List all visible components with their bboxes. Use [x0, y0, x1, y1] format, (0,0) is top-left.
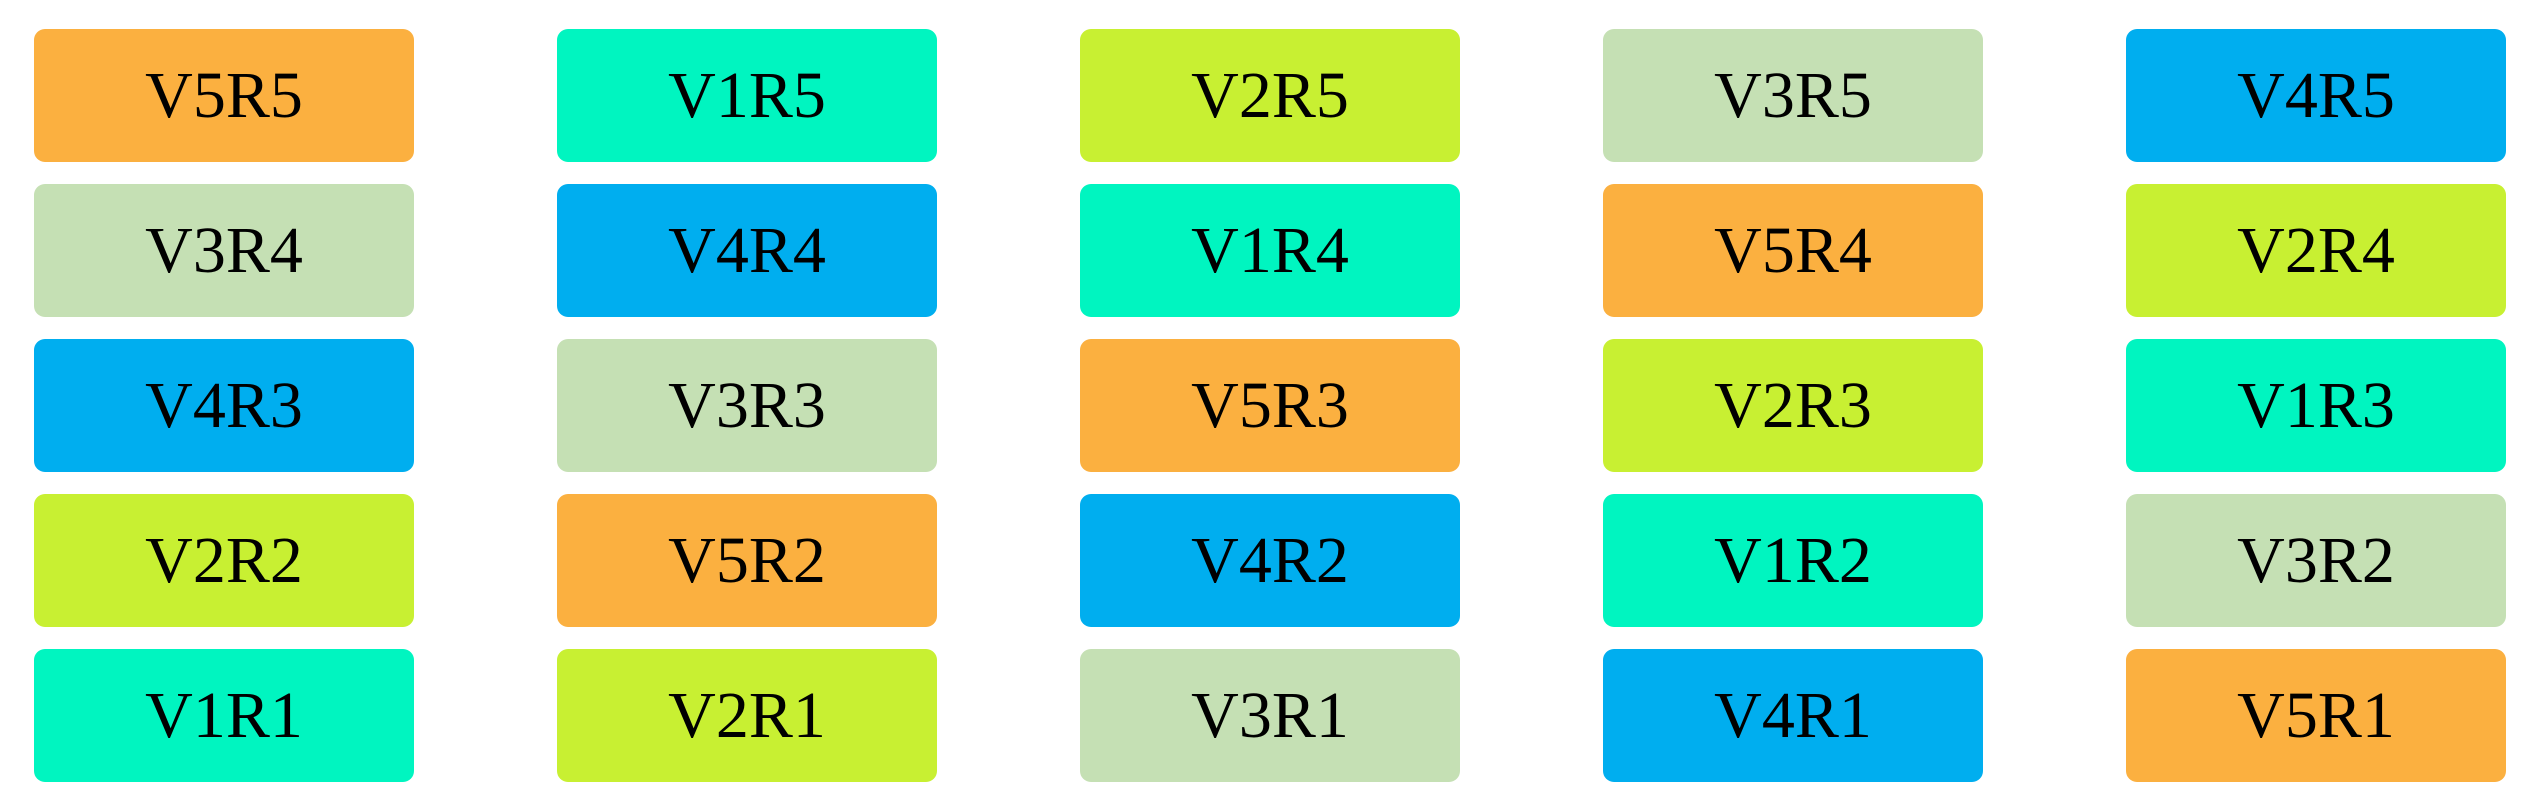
grid-cell[interactable]: V3R1 [1080, 649, 1460, 782]
grid-cell-label: V2R1 [668, 678, 826, 752]
grid-cell[interactable]: V1R4 [1080, 184, 1460, 317]
grid-cell[interactable]: V4R2 [1080, 494, 1460, 627]
grid-cell-label: V1R5 [668, 58, 826, 132]
grid-cell[interactable]: V5R1 [2126, 649, 2506, 782]
grid-cell[interactable]: V2R2 [34, 494, 414, 627]
grid-cell[interactable]: V5R4 [1603, 184, 1983, 317]
grid-cell-label: V3R3 [668, 368, 826, 442]
grid-cell[interactable]: V2R3 [1603, 339, 1983, 472]
grid-cell[interactable]: V4R5 [2126, 29, 2506, 162]
grid-cell-label: V5R4 [1714, 213, 1872, 287]
grid-cell-label: V3R2 [2237, 523, 2395, 597]
grid-cell-label: V3R4 [145, 213, 303, 287]
grid-cell[interactable]: V2R4 [2126, 184, 2506, 317]
grid-cell[interactable]: V3R2 [2126, 494, 2506, 627]
grid-cell[interactable]: V3R3 [557, 339, 937, 472]
grid-cell-label: V1R4 [1191, 213, 1349, 287]
grid-cell-label: V1R1 [145, 678, 303, 752]
grid-cell[interactable]: V2R1 [557, 649, 937, 782]
grid-cell-label: V1R3 [2237, 368, 2395, 442]
grid-cell-label: V4R2 [1191, 523, 1349, 597]
grid-cell-label: V4R5 [2237, 58, 2395, 132]
grid-cell-label: V2R4 [2237, 213, 2395, 287]
grid-cell-label: V3R1 [1191, 678, 1349, 752]
grid-cell-label: V1R2 [1714, 523, 1872, 597]
grid-cell[interactable]: V3R4 [34, 184, 414, 317]
grid-cell-label: V5R2 [668, 523, 826, 597]
grid-cell[interactable]: V1R3 [2126, 339, 2506, 472]
grid-cell[interactable]: V3R5 [1603, 29, 1983, 162]
grid-cell-label: V2R3 [1714, 368, 1872, 442]
grid-cell-label: V3R5 [1714, 58, 1872, 132]
grid-cell[interactable]: V1R5 [557, 29, 937, 162]
grid-cell-label: V2R5 [1191, 58, 1349, 132]
grid-cell-label: V2R2 [145, 523, 303, 597]
grid-cell[interactable]: V5R3 [1080, 339, 1460, 472]
grid-cell[interactable]: V4R1 [1603, 649, 1983, 782]
grid-cell-label: V4R1 [1714, 678, 1872, 752]
grid-cell-label: V4R3 [145, 368, 303, 442]
grid-cell-label: V5R5 [145, 58, 303, 132]
grid-cell[interactable]: V5R2 [557, 494, 937, 627]
grid-cell-label: V5R3 [1191, 368, 1349, 442]
grid-cell[interactable]: V1R1 [34, 649, 414, 782]
grid-cell[interactable]: V4R3 [34, 339, 414, 472]
grid-cell-label: V5R1 [2237, 678, 2395, 752]
grid-cell[interactable]: V2R5 [1080, 29, 1460, 162]
grid-cell-label: V4R4 [668, 213, 826, 287]
grid-cell[interactable]: V5R5 [34, 29, 414, 162]
grid-cell[interactable]: V4R4 [557, 184, 937, 317]
grid-cell[interactable]: V1R2 [1603, 494, 1983, 627]
